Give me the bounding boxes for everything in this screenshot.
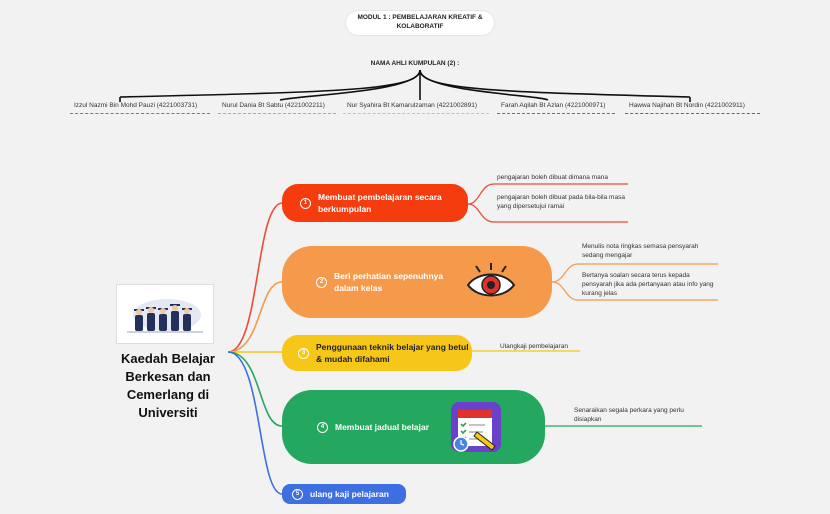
member-3-underline	[343, 113, 489, 114]
eye-icon	[466, 263, 516, 297]
branch-3-sub-1: Ulangkaji pembelajaran	[500, 343, 568, 350]
member-1: Izzul Nazmi Bin Mohd Pauzi (4221003731)	[74, 102, 198, 109]
center-title: Kaedah Belajar Berkesan dan Cemerlang di…	[121, 351, 215, 420]
members-title: NAMA AHLI KUMPULAN (2) :	[370, 60, 460, 67]
branch-5-number: 5	[292, 488, 303, 500]
branch-4-node[interactable]: 4 Membuat jadual belajar	[282, 390, 545, 464]
member-1-underline	[70, 113, 210, 114]
branch-4-label: Membuat jadual belajar	[335, 421, 429, 432]
branch-1-number: 1	[300, 197, 311, 209]
branch-2-node[interactable]: 2 Beri perhatian sepenuhnya dalam kelas	[282, 246, 552, 318]
branch-1-sub-1: pengajaran boleh dibuat dimana mana	[497, 174, 608, 181]
member-3: Nur Syahira Bt Kamarulzaman (4221002891)	[347, 102, 478, 109]
branch-5-node[interactable]: 5 ulang kaji pelajaran	[282, 484, 406, 504]
branch-5-label: ulang kaji pelajaran	[310, 488, 389, 499]
branch-3-number: 3	[298, 347, 309, 359]
member-5: Hawwa Najihah Bt Nordin (4221002911)	[629, 102, 745, 109]
member-4-underline	[497, 113, 615, 114]
member-2-underline	[218, 113, 336, 114]
calendar-checklist-icon	[451, 402, 501, 452]
branch-3-node[interactable]: 3 Penggunaan teknik belajar yang betul &…	[282, 335, 472, 371]
branch-1-node[interactable]: 1 Membuat pembelajaran secara berkumpula…	[282, 184, 468, 222]
branch-4-sub-1: Senaraikan segala perkara yang perlu dis…	[574, 407, 684, 424]
branch-1-sub-2: pengajaran boleh dibuat pada bila-bila m…	[497, 194, 625, 211]
branch-2-sub-1: Menulis nota ringkas semasa pensyarah se…	[582, 243, 699, 260]
module-title: MODUL 1 : PEMBELAJARAN KREATIF & KOLABOR…	[345, 10, 495, 36]
branch-4-number: 4	[317, 421, 328, 433]
graduates-illustration	[116, 284, 214, 344]
member-4: Farah Aqilah Bt Azlan (4221000971)	[501, 102, 606, 109]
member-5-underline	[625, 113, 760, 114]
branch-2-label: Beri perhatian sepenuhnya dalam kelas	[334, 270, 444, 293]
member-2: Nurul Dania Bt Sabtu (4221002211)	[222, 102, 325, 109]
branch-1-label: Membuat pembelajaran secara berkumpulan	[318, 191, 442, 214]
branch-2-number: 2	[316, 276, 327, 288]
branch-3-label: Penggunaan teknik belajar yang betul & m…	[316, 341, 469, 364]
branch-2-sub-2: Bertanya soalan secara terus kepada pens…	[582, 272, 714, 298]
